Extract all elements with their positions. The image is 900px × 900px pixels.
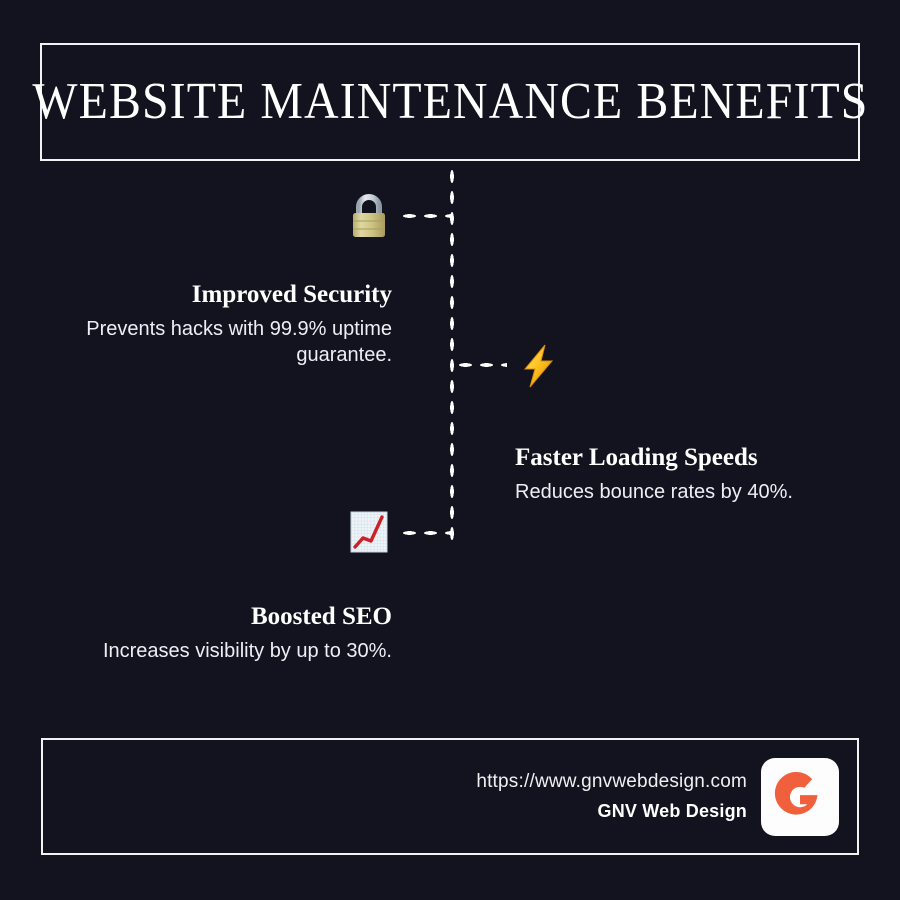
website-url[interactable]: https://www.gnvwebdesign.com — [476, 771, 747, 792]
benefit-description-seo: Increases visibility by up to 30%. — [102, 639, 392, 662]
locked-icon — [345, 192, 393, 240]
benefit-description-security: Prevents hacks with 99.9% uptime guarant… — [86, 317, 392, 366]
title-frame: WEBSITE MAINTENANCE BENEFITS — [32, 43, 867, 161]
benefit-heading-security: Improved Security — [191, 281, 392, 308]
benefit-description-speed: Reduces bounce rates by 40%. — [515, 480, 793, 503]
high-voltage-icon — [514, 342, 562, 390]
dotted-spine — [449, 166, 455, 548]
chart-increasing-icon — [345, 508, 393, 556]
footer-text-group: https://www.gnvwebdesign.com GNV Web Des… — [476, 771, 747, 822]
page-title: WEBSITE MAINTENANCE BENEFITS — [31, 73, 869, 130]
benefit-item-speed: Faster Loading Speeds Reduces bounce rat… — [515, 444, 845, 505]
footer-content: https://www.gnvwebdesign.com GNV Web Des… — [476, 757, 839, 836]
dotted-branch-security — [399, 213, 451, 219]
benefit-item-seo: Boosted SEO Increases visibility by up t… — [52, 603, 392, 664]
gnv-g-logo-icon — [774, 771, 818, 815]
dotted-branch-speed — [455, 362, 507, 368]
benefit-heading-seo: Boosted SEO — [250, 603, 392, 630]
footer-frame: https://www.gnvwebdesign.com GNV Web Des… — [41, 738, 859, 855]
dotted-branch-seo — [399, 530, 451, 536]
brand-logo — [761, 757, 839, 836]
benefit-item-security: Improved Security Prevents hacks with 99… — [52, 281, 392, 368]
brand-name: GNV Web Design — [597, 801, 747, 821]
benefit-heading-speed: Faster Loading Speeds — [515, 444, 758, 471]
